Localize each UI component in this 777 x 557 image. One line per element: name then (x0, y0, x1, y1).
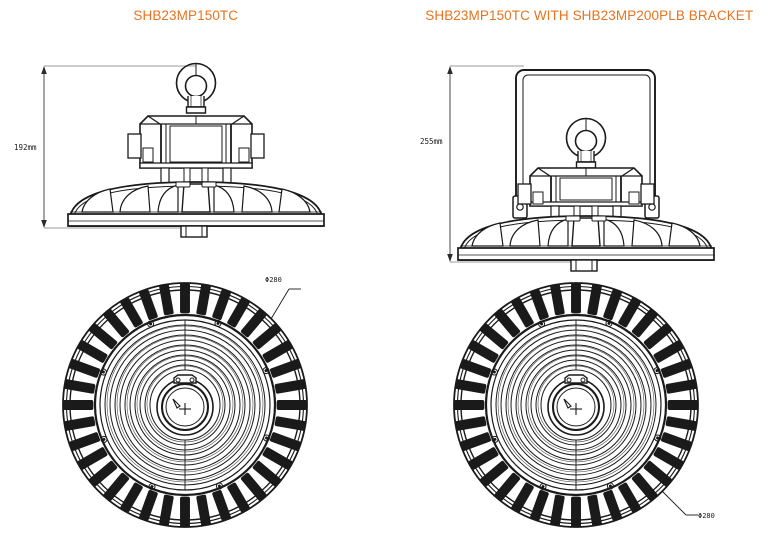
left-lifting-hook-icon (175, 62, 217, 114)
left-diameter-label: Φ280 (265, 276, 282, 284)
right-view-title: SHB23MP150TC WITH SHB23MP200PLB BRACKET (425, 7, 754, 23)
left-view-title: SHB23MP150TC (133, 7, 239, 23)
drawing-titles-row: SHB23MP150TC SHB23MP150TC WITH SHB23MP20… (0, 0, 777, 30)
right-plan-fin-ring (453, 282, 699, 528)
right-mounting-bracket-icon (512, 69, 660, 219)
right-diameter-label: Φ280 (698, 512, 715, 520)
right-plan-view: Φ280 (453, 282, 715, 528)
left-bottom-port (180, 225, 208, 238)
right-elevation-view: 255mm (418, 65, 715, 272)
right-height-dimension-label: 255mm (420, 137, 443, 146)
left-height-dimension: 192mm (12, 65, 205, 229)
right-standoff-posts (550, 205, 622, 229)
left-plan-view: Φ280 (62, 276, 308, 528)
left-diameter-leader (270, 288, 301, 320)
left-plan-fin-ring (62, 282, 308, 528)
left-plan-lens-rings (104, 324, 266, 486)
right-driver-housing (517, 167, 655, 207)
left-height-dimension-label: 192mm (14, 143, 37, 152)
left-standoff-posts (160, 167, 232, 191)
right-bottom-port (570, 259, 598, 272)
right-diameter-leader (661, 490, 698, 516)
right-plan-centre-hub (547, 374, 605, 436)
left-plan-centre-hub (156, 374, 214, 436)
left-driver-housing (127, 115, 265, 169)
left-plan-screw-ring (99, 319, 271, 491)
left-elevation-view: 192mm (12, 62, 325, 238)
left-luminaire-body (67, 181, 325, 227)
right-luminaire-body (457, 215, 715, 261)
right-plan-lens-rings (495, 324, 657, 486)
right-plan-screw-ring (490, 319, 662, 491)
right-lifting-hook-icon (565, 117, 607, 169)
right-height-dimension: 255mm (418, 65, 582, 263)
